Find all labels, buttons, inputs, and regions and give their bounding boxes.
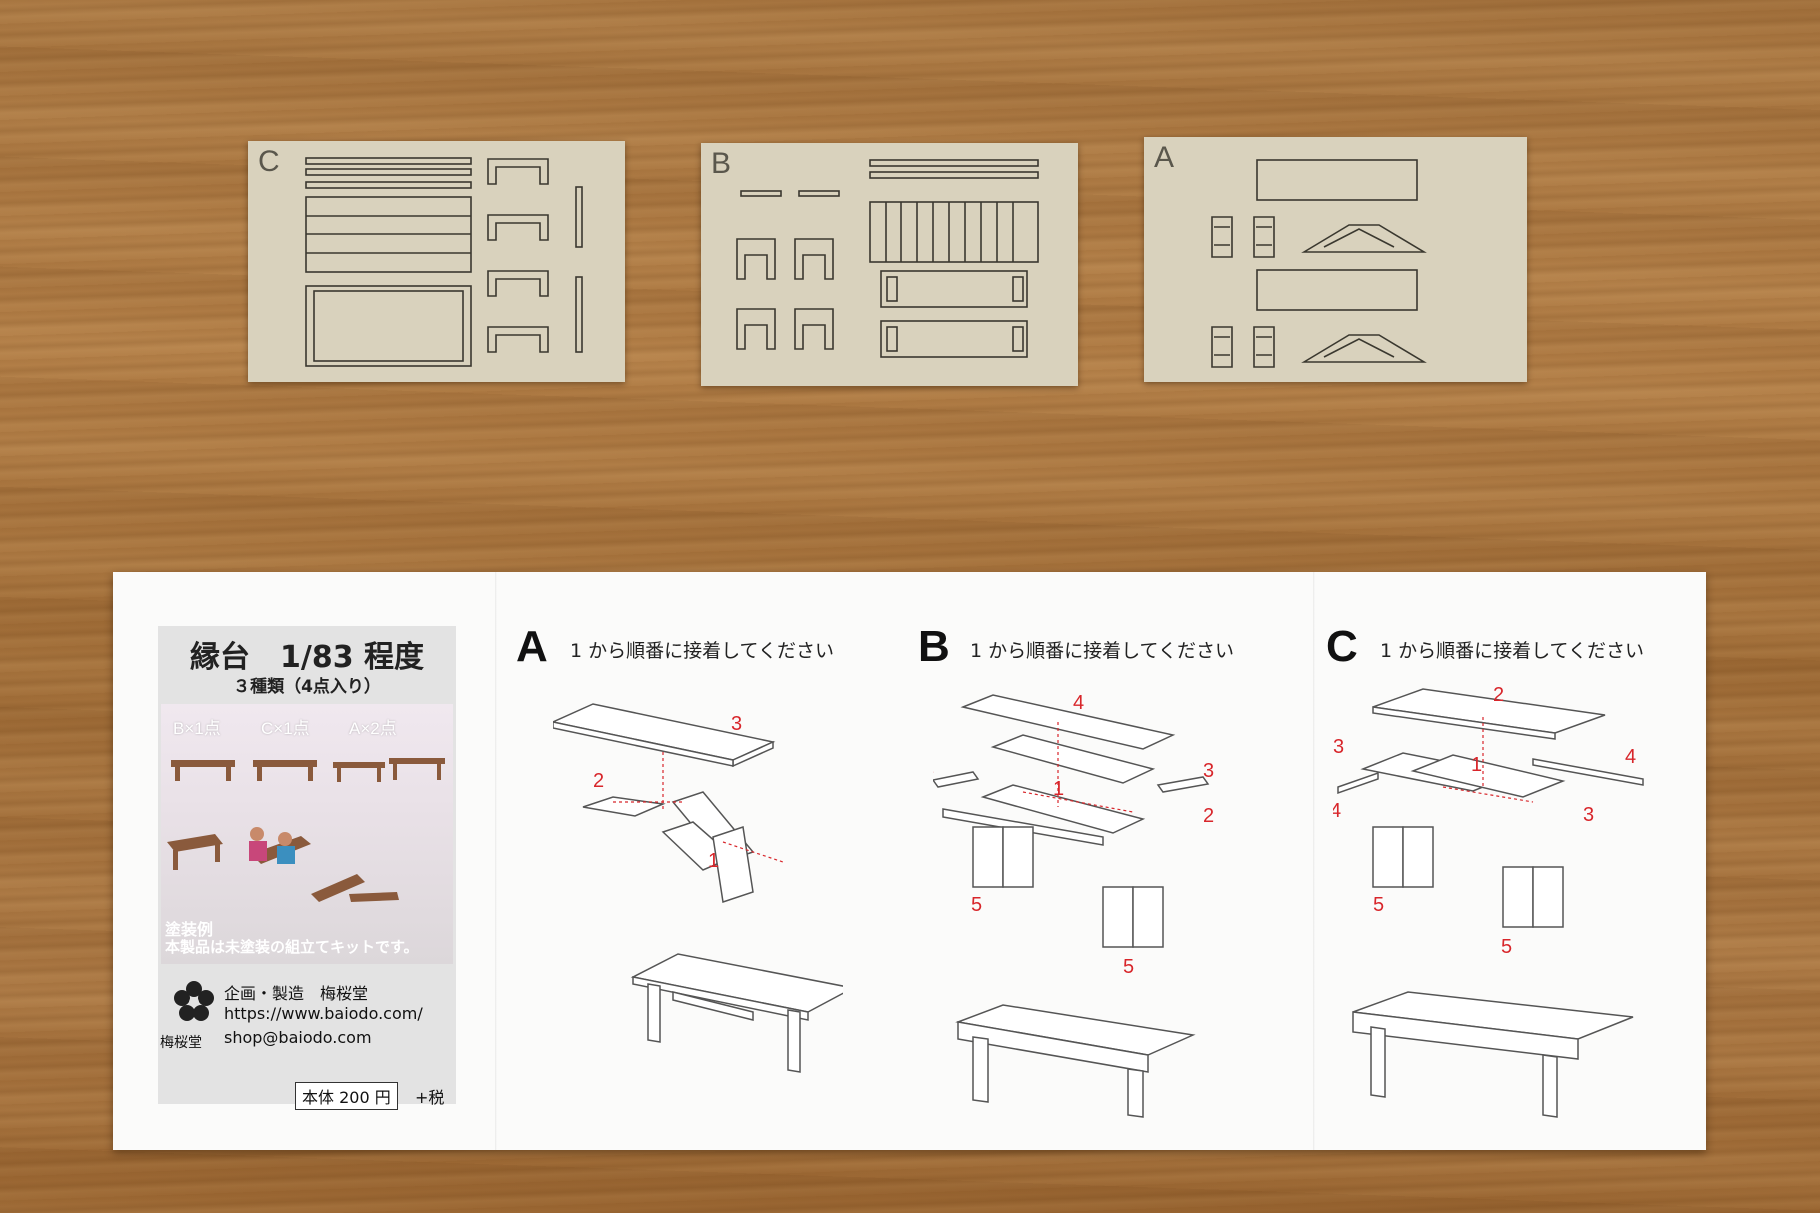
bench-models-image — [167, 758, 445, 902]
cover-subtitle: ３種類（4点入り） — [233, 677, 381, 697]
step-number: 5 — [1373, 894, 1384, 916]
logo-name: 梅桜堂 — [160, 1035, 202, 1051]
sheet-a-parts — [1211, 159, 1427, 368]
variant-label: A×2点 — [349, 719, 397, 738]
step-number: 3 — [1583, 804, 1594, 826]
step-number: 5 — [971, 894, 982, 916]
maker-role: 企画・製造 梅桜堂 — [224, 984, 369, 1003]
price-label: 本体 200 円 — [295, 1082, 398, 1110]
step-number: 3 — [1203, 760, 1214, 782]
step-number: 4 — [1625, 746, 1636, 768]
step-number: 2 — [593, 770, 604, 792]
unpainted-kit-note: 本製品は未塗装の組立てキットです。 — [165, 938, 419, 956]
parts-sheet-c: C — [248, 141, 625, 382]
parts-sheet-b: B — [701, 143, 1078, 386]
panel-a-instruction: 1 から順番に接着してください — [570, 640, 834, 662]
step-number: 2 — [1203, 805, 1214, 827]
panel-c-instruction: 1 から順番に接着してください — [1380, 640, 1644, 662]
sheet-b-parts — [736, 159, 1039, 358]
plum-blossom-logo-icon — [174, 981, 214, 1021]
step-number: 1 — [1471, 754, 1482, 776]
panel-c-assembly-diagram: 2 3 4 1 4 3 5 5 — [1333, 687, 1644, 1118]
step-number: 5 — [1123, 956, 1134, 978]
step-number: 3 — [731, 713, 742, 735]
step-number: 4 — [1333, 800, 1341, 822]
sheet-label: A — [1154, 141, 1175, 174]
painted-example-photo: B×1点 C×1点 A×2点 塗装例 本製品は未塗装の組立てキットです。 — [161, 704, 453, 964]
panel-a-letter: A — [516, 622, 548, 671]
panel-c-letter: C — [1326, 622, 1358, 671]
step-number: 3 — [1333, 736, 1344, 758]
fold-line — [1313, 572, 1315, 1150]
step-number: 2 — [933, 756, 934, 778]
panel-a-assembly-diagram: 3 2 2 1 — [553, 703, 843, 1073]
panel-b-letter: B — [918, 622, 950, 671]
fold-line — [495, 572, 497, 1150]
panel-b-instruction: 1 から順番に接着してください — [970, 640, 1234, 662]
website-link[interactable]: https://www.baiodo.com/ — [224, 1004, 423, 1023]
cover-title: 縁台 1/83 程度 — [189, 640, 425, 675]
step-number: 1 — [1053, 778, 1064, 800]
step-number: 5 — [1501, 936, 1512, 958]
maker-info: 梅桜堂 企画・製造 梅桜堂 https://www.baiodo.com/ sh… — [158, 964, 456, 1054]
paint-example-label: 塗装例 — [165, 920, 214, 939]
variant-label: C×1点 — [261, 719, 310, 738]
panel-b-assembly-diagram: 4 2 3 1 3 2 5 5 — [933, 692, 1214, 1118]
step-number: 2 — [1493, 687, 1504, 706]
sheet-label: B — [711, 147, 732, 180]
instruction-leaflet: 縁台 1/83 程度 ３種類（4点入り） B×1点 C×1点 A×2点 — [113, 572, 1706, 1150]
sheet-c-parts — [305, 157, 583, 367]
step-number: 4 — [1073, 692, 1084, 714]
tax-label: +税 — [415, 1088, 445, 1107]
parts-sheet-a: A — [1144, 137, 1527, 382]
sheet-label: C — [258, 145, 280, 178]
cover-panel: 縁台 1/83 程度 ３種類（4点入り） B×1点 C×1点 A×2点 — [158, 626, 456, 1104]
email-link[interactable]: shop@baiodo.com — [224, 1028, 372, 1047]
variant-label: B×1点 — [173, 719, 221, 738]
step-number: 1 — [708, 850, 719, 872]
